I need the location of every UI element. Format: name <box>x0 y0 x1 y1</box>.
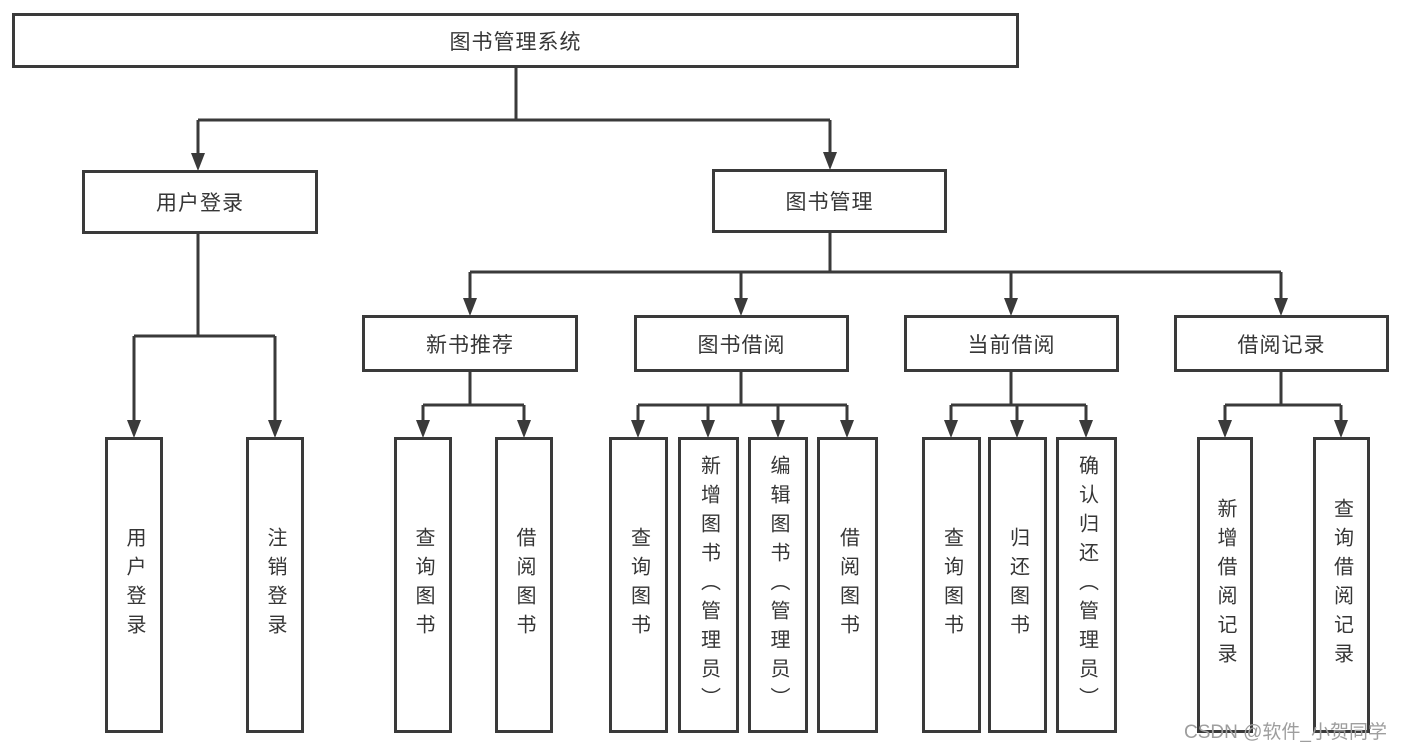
node-label: 图书借阅 <box>697 333 786 357</box>
leaf-borrow-books: 借阅图书 <box>817 437 878 733</box>
node-label: 用户登录 <box>156 192 244 215</box>
node-borrowing-records: 借阅记录 <box>1174 315 1389 372</box>
node-current-borrowing: 当前借阅 <box>904 315 1119 372</box>
leaf-label: 注销登录 <box>264 527 286 643</box>
leaf-query-books-current: 查询图书 <box>922 437 981 733</box>
leaf-label: 查询借阅记录 <box>1330 498 1353 672</box>
leaf-add-books-admin: 新增图书（管理员） <box>678 437 739 733</box>
node-book-management: 图书管理 <box>712 169 947 233</box>
leaf-borrow-books-recommend: 借阅图书 <box>495 437 553 733</box>
leaf-label: 归还图书 <box>1006 527 1029 643</box>
leaf-label: 查询图书 <box>412 527 434 643</box>
leaf-query-books-recommend: 查询图书 <box>394 437 452 733</box>
node-label: 图书管理系统 <box>449 30 582 54</box>
leaf-add-borrow-record: 新增借阅记录 <box>1197 437 1253 733</box>
leaf-label: 借阅图书 <box>513 527 535 643</box>
csdn-watermark: CSDN @软件_小贺同学 <box>1184 722 1387 743</box>
leaf-label: 新增借阅记录 <box>1214 498 1236 672</box>
node-new-book-recommendation: 新书推荐 <box>362 315 578 372</box>
leaf-label: 确认归还（管理员） <box>1075 454 1098 716</box>
node-label: 当前借阅 <box>967 333 1056 357</box>
leaf-label: 编辑图书（管理员） <box>767 454 789 716</box>
leaf-logout: 注销登录 <box>246 437 304 733</box>
leaf-return-books: 归还图书 <box>988 437 1047 733</box>
leaf-query-borrow-record: 查询借阅记录 <box>1313 437 1370 733</box>
node-label: 借阅记录 <box>1237 333 1326 357</box>
leaf-query-books-borrow: 查询图书 <box>609 437 668 733</box>
node-label: 图书管理 <box>785 191 874 214</box>
leaf-label: 查询图书 <box>627 527 650 643</box>
node-book-borrowing: 图书借阅 <box>634 315 849 372</box>
node-label: 新书推荐 <box>426 333 514 357</box>
node-library-system: 图书管理系统 <box>12 13 1019 68</box>
node-user-login: 用户登录 <box>82 170 318 234</box>
leaf-edit-books-admin: 编辑图书（管理员） <box>748 437 808 733</box>
leaf-user-login: 用户登录 <box>105 437 163 733</box>
leaf-label: 借阅图书 <box>836 527 859 643</box>
leaf-label: 新增图书（管理员） <box>697 454 720 716</box>
leaf-label: 用户登录 <box>123 527 145 643</box>
leaf-confirm-return-admin: 确认归还（管理员） <box>1056 437 1117 733</box>
leaf-label: 查询图书 <box>940 527 963 643</box>
